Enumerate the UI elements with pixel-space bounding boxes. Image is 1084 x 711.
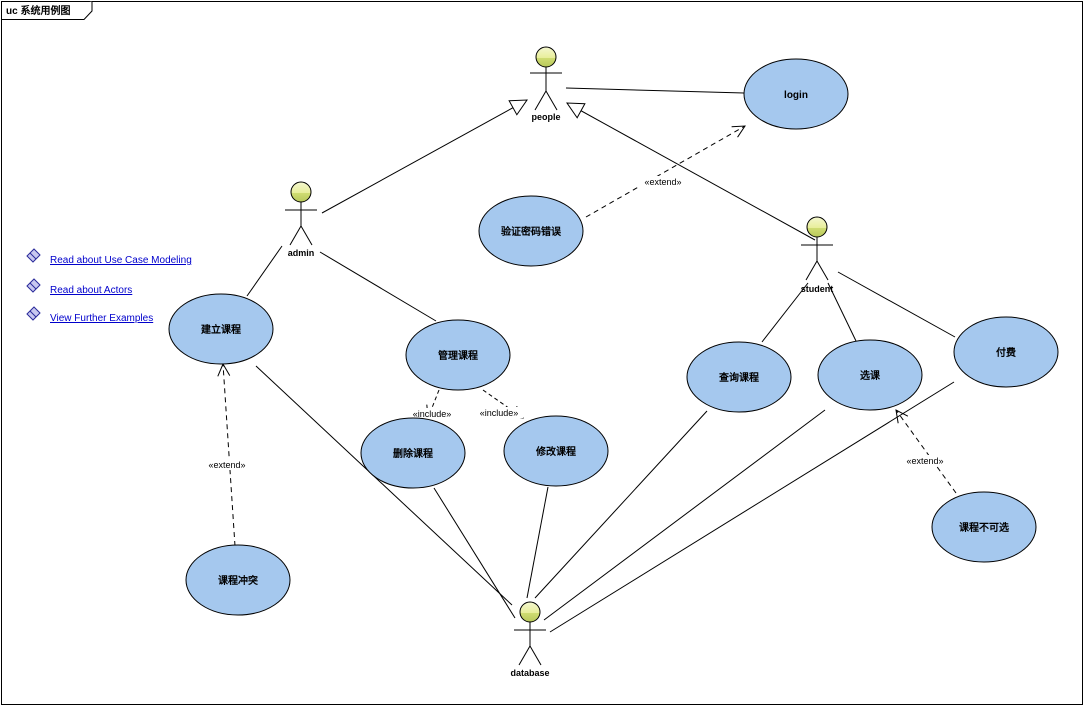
actor-student-label: student <box>801 284 834 294</box>
include-label-modify: «include» <box>480 408 519 418</box>
include-label-delete: «include» <box>413 409 452 419</box>
assoc-create-database <box>255 365 513 606</box>
assoc-student-pay <box>837 271 956 338</box>
usecase-verify-password[interactable]: 验证密码错误 <box>478 195 584 267</box>
assoc-student-select <box>827 282 857 342</box>
assoc-modify-database <box>526 486 549 599</box>
frame-title: uc 系统用例图 <box>6 4 70 17</box>
assoc-query-database <box>534 410 708 599</box>
assoc-pay-database <box>549 381 955 633</box>
generalization-student-people <box>567 103 816 241</box>
link-further-examples-text[interactable]: View Further Examples <box>50 313 153 324</box>
extend-cannot-select <box>896 410 957 494</box>
usecase-login-label: login <box>784 90 808 101</box>
actor-database-label: database <box>510 668 549 678</box>
link-actors[interactable]: Read about Actors <box>26 278 132 296</box>
actor-admin[interactable]: admin <box>285 181 317 258</box>
usecase-verify-password-label: 验证密码错误 <box>501 225 562 238</box>
actor-people[interactable]: people <box>530 46 562 122</box>
usecase-cannot-select[interactable]: 课程不可选 <box>931 491 1037 563</box>
link-actors-text[interactable]: Read about Actors <box>50 285 132 296</box>
assoc-student-query <box>761 282 809 343</box>
usecase-cannot-select-label: 课程不可选 <box>959 521 1009 534</box>
usecase-course-conflict[interactable]: 课程冲突 <box>185 544 291 616</box>
frame-title-tab <box>1 1 93 20</box>
usecase-select-course[interactable]: 选课 <box>817 339 923 411</box>
include-manage-modify <box>482 389 523 418</box>
usecase-create-course[interactable]: 建立课程 <box>168 293 274 365</box>
usecase-pay[interactable]: 付费 <box>953 316 1059 388</box>
extend-conflict-create <box>223 364 236 547</box>
usecase-pay-label: 付费 <box>996 346 1016 359</box>
assoc-delete-database <box>433 487 516 619</box>
actor-admin-label: admin <box>288 248 315 258</box>
link-doc-icon <box>26 306 41 321</box>
label-bg <box>475 407 523 418</box>
extend-label-cannot-select: «extend» <box>906 456 943 466</box>
link-doc-icon <box>26 248 41 263</box>
assoc-people-login <box>565 87 745 94</box>
usecase-query-course[interactable]: 查询课程 <box>686 341 792 413</box>
link-use-case-modeling-text[interactable]: Read about Use Case Modeling <box>50 255 192 266</box>
actor-student[interactable]: student <box>801 216 834 294</box>
usecase-course-conflict-label: 课程冲突 <box>218 574 258 587</box>
usecase-manage-course-label: 管理课程 <box>438 349 478 362</box>
usecase-login[interactable]: login <box>743 58 849 130</box>
assoc-select-database <box>543 409 826 621</box>
extend-label-conflict: «extend» <box>208 460 245 470</box>
extend-label-login: «extend» <box>644 177 681 187</box>
usecase-query-course-label: 查询课程 <box>718 371 759 384</box>
assoc-admin-create <box>246 245 283 297</box>
extend-verify-login <box>585 126 745 218</box>
actor-database[interactable]: database <box>510 601 550 678</box>
usecase-modify-course-label: 修改课程 <box>535 445 576 458</box>
usecase-select-course-label: 选课 <box>860 369 881 382</box>
label-bg <box>902 455 950 466</box>
generalization-admin-people <box>321 100 527 214</box>
link-doc-icon <box>26 278 41 293</box>
label-bg <box>204 459 252 470</box>
assoc-admin-manage <box>319 251 437 322</box>
usecase-manage-course[interactable]: 管理课程 <box>405 319 511 391</box>
usecase-modify-course[interactable]: 修改课程 <box>503 415 609 487</box>
link-use-case-modeling[interactable]: Read about Use Case Modeling <box>26 248 192 266</box>
actor-people-label: people <box>531 112 560 122</box>
link-further-examples[interactable]: View Further Examples <box>26 306 153 324</box>
usecase-delete-course-label: 删除课程 <box>393 447 433 460</box>
include-manage-delete <box>428 389 440 418</box>
usecase-delete-course[interactable]: 删除课程 <box>360 417 466 489</box>
label-bg <box>639 176 687 187</box>
usecase-create-course-label: 建立课程 <box>200 323 241 336</box>
label-bg <box>408 408 456 419</box>
